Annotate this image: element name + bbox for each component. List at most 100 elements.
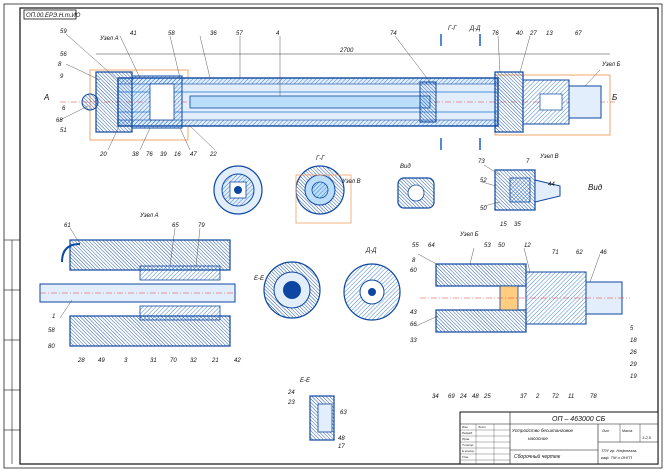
callout-ub-46: 46	[600, 250, 607, 256]
callout-51: 51	[60, 128, 67, 134]
uzel-b-detail: Узел Б 55 64 8 60 43 66 33 34 69 24 48 2…	[410, 232, 637, 400]
callout-59: 59	[60, 29, 67, 35]
main-assembly-view: 2700 А Б Г-Г Д-Д	[43, 26, 621, 158]
callout-uzel-a-top: Узел А	[99, 36, 119, 42]
callout-52: 52	[480, 178, 487, 184]
callout-ua-65: 65	[172, 223, 179, 229]
callout-57: 57	[236, 31, 243, 37]
callout-ub-66: 66	[410, 322, 417, 328]
callout-ua-32: 32	[190, 358, 197, 364]
callout-ub-33: 33	[410, 338, 417, 344]
tb-izm: Изм	[462, 425, 468, 429]
section-e-e: Е-Е 24 23 48 17 63	[287, 378, 347, 450]
callout-ub-19: 19	[630, 374, 637, 380]
tb-prov: Пров.	[462, 437, 470, 441]
callout-44: 44	[548, 182, 555, 188]
tb-utv: Утв.	[462, 455, 469, 459]
callout-ua-80: 80	[48, 344, 55, 350]
tb-scale: 1:2,5	[642, 435, 652, 440]
callout-38: 38	[132, 152, 139, 158]
callout-41: 41	[130, 31, 137, 37]
callout-ua-3: 3	[124, 358, 128, 364]
callout-ub-72: 72	[552, 394, 559, 400]
tb-tkontr: Т.контр.	[462, 443, 474, 447]
callout-27: 27	[529, 31, 537, 37]
callout-22: 22	[209, 152, 217, 158]
title-uzel-v: Узел В	[539, 154, 559, 160]
tb-sheet: Лит	[601, 429, 609, 433]
callout-ub-29: 29	[629, 362, 637, 368]
callout-ub-55: 55	[412, 243, 419, 249]
callout-uzel-b-top: Узел Б	[601, 62, 621, 68]
callout-4: 4	[276, 31, 280, 37]
callout-ub-78: 78	[590, 394, 597, 400]
callout-56: 56	[60, 52, 67, 58]
callout-ub-43: 43	[410, 310, 417, 316]
callout-ub-48: 48	[472, 394, 479, 400]
title-e-e: Е-Е	[300, 378, 311, 384]
callout-35: 35	[514, 222, 521, 228]
callout-73: 73	[478, 159, 485, 165]
callout-ub-64: 64	[428, 243, 435, 249]
tb-org-line1: ТПУ гр. Нефтегаз.	[601, 448, 637, 453]
stamp-code-text: ОП.00.ЕРЭ.Н.т.ИО	[26, 13, 81, 19]
callout-67: 67	[575, 31, 582, 37]
callout-13: 13	[546, 31, 553, 37]
callout-ee-23: 23	[287, 400, 295, 406]
label-g-g: Г-Г	[316, 156, 325, 162]
callout-7: 7	[526, 159, 530, 165]
section-d-mark: Д-Д	[469, 26, 481, 32]
tb-org-line2: каф. ТМ и ОНГП	[601, 455, 632, 460]
label-e-left: Е-Е	[254, 276, 265, 282]
uzel-v-detail: Узел В 73 7 52 44 50 15 35 Вид	[478, 154, 603, 228]
callout-ub-25: 25	[483, 394, 491, 400]
callout-ee-24: 24	[287, 390, 295, 396]
callout-ua-58: 58	[48, 328, 55, 334]
callout-36: 36	[210, 31, 217, 37]
label-d-d: Д-Д	[365, 248, 377, 254]
callout-68: 68	[56, 118, 63, 124]
callout-ua-1: 1	[52, 314, 55, 320]
section-views-middle: Узел В Г-Г Вид	[213, 156, 435, 224]
callout-ub-26: 26	[629, 350, 637, 356]
doc-name-line1: Устройство бесштанговое	[512, 427, 573, 433]
callout-ub-37: 37	[520, 394, 527, 400]
callout-uzel-v: Узел В	[341, 179, 361, 185]
callout-50: 50	[480, 206, 487, 212]
callout-9: 9	[60, 74, 64, 80]
tb-nkontr: Н.контр.	[462, 449, 475, 453]
callout-ua-21: 21	[211, 358, 219, 364]
callout-6: 6	[62, 106, 66, 112]
callout-58: 58	[168, 31, 175, 37]
callout-ub-24: 24	[459, 394, 467, 400]
callout-ub-8: 8	[412, 258, 416, 264]
callout-ua-70: 70	[170, 358, 177, 364]
callout-ub-69: 69	[448, 394, 455, 400]
section-g-mark: Г-Г	[448, 26, 457, 32]
callout-16: 16	[174, 152, 181, 158]
callout-ee-17: 17	[338, 444, 345, 450]
section-a-label: А	[43, 93, 49, 102]
tb-list: Лист	[477, 425, 486, 429]
callout-ub-2: 2	[535, 394, 540, 400]
callout-ub-34: 34	[432, 394, 439, 400]
callout-ua-42: 42	[234, 358, 241, 364]
callout-40: 40	[516, 31, 523, 37]
callout-ua-49: 49	[98, 358, 105, 364]
tb-razrab: Разраб.	[462, 431, 473, 435]
callout-ua-61: 61	[64, 223, 71, 229]
callout-76: 76	[492, 31, 499, 37]
callout-ee-63: 63	[340, 410, 347, 416]
doc-name-line3: Сборочный чертеж	[514, 453, 561, 460]
tb-mass: Масса	[622, 429, 632, 433]
callout-76b: 76	[146, 152, 153, 158]
section-views-bottom: Е-Е Д-Д	[254, 248, 401, 321]
doc-name-line2: насосное	[528, 436, 548, 441]
label-vid: Вид	[400, 164, 411, 170]
stamp-code: ОП.00.ЕРЭ.Н.т.ИО	[23, 9, 81, 20]
drawing-frame	[19, 7, 659, 465]
callout-ua-28: 28	[77, 358, 85, 364]
uzel-a-detail: Узел А 61 65 79 1 58 80 28 49 3 31 70 32…	[39, 213, 241, 364]
callout-8: 8	[58, 62, 62, 68]
